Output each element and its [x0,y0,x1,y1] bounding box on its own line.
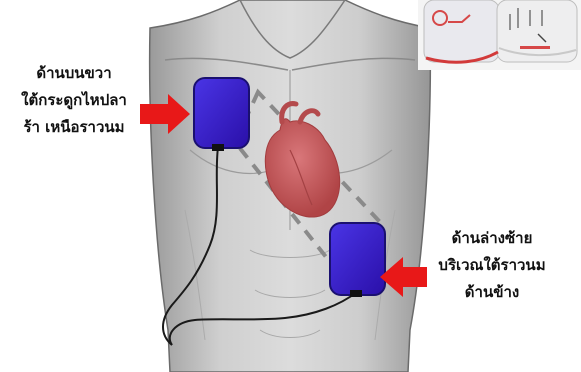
lower-left-pad-label: ด้านล่างซ้าย บริเวณใต้ราวนม ด้านข้าง [418,225,566,306]
lower-left-label-line-1: ด้านล่างซ้าย [418,225,566,252]
upper-right-pad-label: ด้านบนขวา ใต้กระดูกไหปลา ร้า เหนือราวนม [18,60,130,141]
upper-right-label-line-1: ด้านบนขวา [18,60,130,87]
aed-pad-package-image [418,0,581,70]
upper-right-label-line-2: ใต้กระดูกไหปลา [18,87,130,114]
upper-right-pad [194,78,249,151]
lower-left-pad [330,223,385,297]
lower-left-label-line-2: บริเวณใต้ราวนม [418,252,566,279]
lower-left-label-line-3: ด้านข้าง [418,279,566,306]
upper-right-label-line-3: ร้า เหนือราวนม [18,114,130,141]
